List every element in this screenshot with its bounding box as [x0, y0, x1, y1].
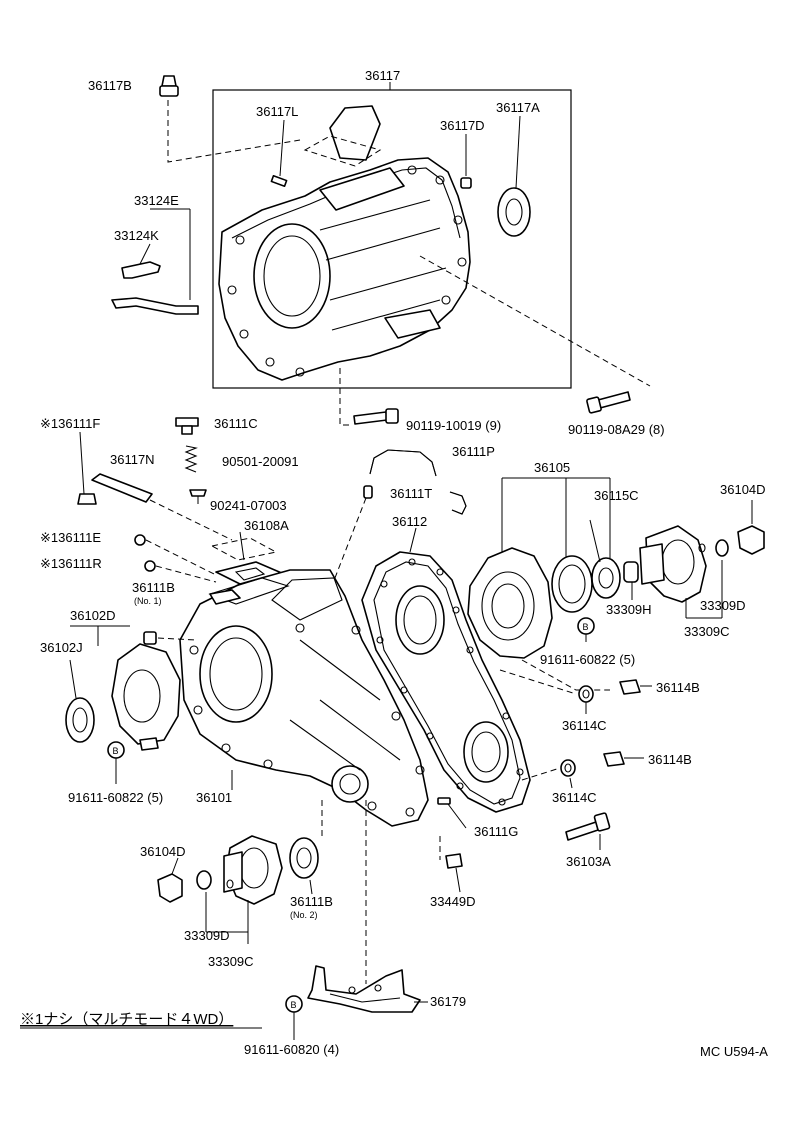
label-36102J: 36102J — [40, 640, 83, 655]
gasket-outline — [303, 135, 382, 167]
label-36111T: 36111T — [390, 486, 432, 501]
label-36179: 36179 — [430, 994, 466, 1009]
diagram-code: MC U594-A — [700, 1044, 768, 1059]
breather-plug — [159, 75, 179, 97]
oil-seal-inner — [505, 198, 523, 226]
label-36111C: 36111C — [214, 416, 258, 431]
housing-bolts — [353, 391, 631, 425]
label-36104D-right: 36104D — [720, 482, 766, 497]
label-36111B-no1: 36111B — [132, 580, 175, 595]
label-33124K: 33124K — [114, 228, 159, 243]
label-36101: 36101 — [196, 790, 232, 805]
flange-bolt-holes — [227, 165, 467, 377]
label-36117L: 36117L — [256, 104, 298, 119]
transfer-case-front — [179, 569, 429, 827]
housing-ribs — [319, 199, 447, 331]
label-36103A: 36103A — [566, 854, 611, 869]
label-36117B: 36117B — [88, 78, 132, 93]
leader-line — [279, 119, 285, 177]
label-91611-60822-left: 91611-60822 (5) — [68, 790, 163, 805]
alignment-line — [339, 368, 352, 426]
shift-lever-parts — [111, 208, 199, 315]
front-cover-and-seal — [65, 625, 181, 751]
label-36117N: 36117N — [110, 452, 155, 467]
transfer-case-rear — [361, 527, 531, 829]
assembly-frame — [212, 89, 572, 389]
label-33309C-right: 33309C — [684, 624, 730, 639]
label-91611-60820: 91611-60820 (4) — [244, 1042, 339, 1057]
label-90501-20091: 90501-20091 — [222, 454, 299, 469]
label-33309H: 33309H — [606, 602, 652, 617]
label-33124E: 33124E — [134, 193, 179, 208]
label-36117: 36117 — [365, 68, 400, 83]
alignment-line — [167, 90, 301, 163]
label-90241-07003: 90241-07003 — [210, 498, 287, 513]
label-36105: 36105 — [534, 460, 570, 475]
bushing-no1 — [143, 631, 157, 645]
housing-bore — [253, 223, 331, 329]
label-36104D-left: 36104D — [140, 844, 186, 859]
label-90119-08A29: 90119-08A29 (8) — [568, 422, 665, 437]
housing-bore-inner — [263, 235, 321, 317]
shift-shaft — [91, 473, 153, 503]
label-no1: (No. 1) — [134, 596, 162, 606]
label-36112: 36112 — [392, 514, 427, 529]
lower-boss — [384, 309, 441, 339]
label-33309C-left: 33309C — [208, 954, 254, 969]
washer-markers — [107, 617, 595, 1040]
label-136111R: ※136111R — [40, 556, 102, 571]
washer-b-letter: B — [583, 622, 589, 632]
part-labels: 36117 36117B 36117L 36117D 36117A 33124E… — [40, 68, 766, 1057]
alignment-line — [157, 637, 197, 641]
shift-tower — [329, 105, 381, 161]
extension-housing-group — [167, 82, 651, 426]
drain-fill-plugs — [499, 669, 652, 789]
case-bolt — [565, 812, 611, 850]
washer-b-letter: B — [291, 1000, 297, 1010]
label-36114C-1: 36114C — [562, 718, 607, 733]
washer-b-letter: B — [113, 746, 119, 756]
label-36114C-2: 36114C — [552, 790, 597, 805]
label-36114B-1: 36114B — [656, 680, 700, 695]
label-33449D: 33449D — [430, 894, 476, 909]
label-36111P: 36111P — [452, 444, 495, 459]
label-no2: (No. 2) — [290, 910, 318, 920]
skid-bracket — [307, 800, 428, 1013]
washer-b-right — [577, 617, 595, 635]
rear-case-bolt-holes — [376, 558, 524, 806]
label-33309D-left: 33309D — [184, 928, 230, 943]
label-33309D-right: 33309D — [700, 598, 746, 613]
leader-line — [515, 115, 521, 189]
oil-seal — [497, 187, 531, 237]
straight-pin — [270, 174, 288, 188]
label-36111G: 36111G — [474, 824, 518, 839]
label-136111E: ※136111E — [40, 530, 101, 545]
top-cover-plate — [319, 167, 405, 211]
front-case-bolt-holes — [189, 623, 425, 817]
label-36117D: 36117D — [440, 118, 485, 133]
front-output-flange-group — [157, 800, 323, 944]
footnote: ※1ナシ（マルチモード４WD） — [20, 1011, 233, 1028]
label-91611-60822-right: 91611-60822 (5) — [540, 652, 635, 667]
alignment-line — [419, 255, 651, 387]
label-36102D: 36102D — [70, 608, 116, 623]
label-36115C: 36115C — [594, 488, 639, 503]
mount-bolt — [439, 836, 463, 893]
rear-extension-group — [467, 477, 765, 691]
label-36108A: 36108A — [244, 518, 289, 533]
plunger-and-spring-parts — [77, 417, 467, 669]
plug — [460, 177, 472, 189]
label-36111B-no2: 36111B — [290, 894, 333, 909]
label-36117A: 36117A — [496, 100, 540, 115]
label-136111F: ※136111F — [40, 416, 100, 431]
label-36114B-2: 36114B — [648, 752, 692, 767]
label-90119-10019: 90119-10019 (9) — [406, 418, 501, 433]
